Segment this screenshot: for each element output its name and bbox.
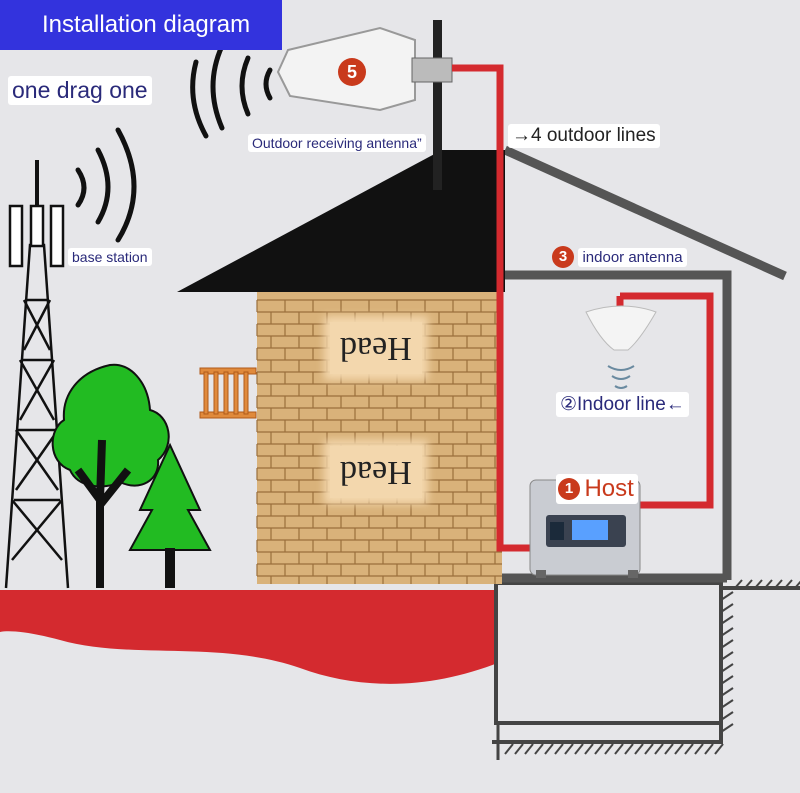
hatch-line xyxy=(720,711,734,721)
hatch-line xyxy=(720,603,734,613)
hatch-line xyxy=(694,743,704,755)
tree-left xyxy=(51,363,170,588)
hatch-line xyxy=(624,743,634,755)
hatch-line xyxy=(644,743,654,755)
hatch-line xyxy=(720,687,734,697)
hatching xyxy=(504,579,800,755)
antenna-signal-waves xyxy=(190,43,273,139)
hatch-line xyxy=(554,743,564,755)
hatch-line xyxy=(720,639,734,649)
head-top-text: Head xyxy=(340,330,412,367)
marker-1: 1 xyxy=(558,478,580,500)
hatch-line xyxy=(664,743,674,755)
hatch-line xyxy=(720,627,734,637)
hatch-line xyxy=(524,743,534,755)
balcony-railing xyxy=(199,367,257,419)
hatch-line xyxy=(514,743,524,755)
title-banner: Installation diagram xyxy=(0,0,282,50)
hatch-line xyxy=(534,743,544,755)
window-head-top: Head xyxy=(330,322,422,374)
outdoor-lines-label: →4 outdoor lines xyxy=(508,124,660,148)
outdoor-antenna-marker: 5 xyxy=(338,58,366,86)
hatch-line xyxy=(720,699,734,709)
hatch-line xyxy=(674,743,684,755)
basement xyxy=(492,581,800,760)
marker-3: 3 xyxy=(552,246,574,268)
hatch-line xyxy=(704,743,714,755)
indoor-antenna-label-group: 3 indoor antenna xyxy=(552,246,687,268)
hatch-line xyxy=(794,580,800,589)
tree-right xyxy=(128,442,212,588)
outdoor-antenna-label: Outdoor receiving antenna” xyxy=(248,134,426,152)
hatch-line xyxy=(764,579,773,589)
hatch-line xyxy=(584,743,594,755)
hatch-line xyxy=(594,743,604,755)
hatch-line xyxy=(720,675,734,685)
hatch-line xyxy=(720,723,734,733)
hatch-line xyxy=(720,663,734,673)
indoor-line-label: ②Indoor line← xyxy=(556,392,689,417)
hatch-line xyxy=(654,743,664,755)
hatch-line xyxy=(544,743,554,755)
roof xyxy=(177,150,505,292)
base-station-label: base station xyxy=(68,248,152,266)
hatch-line xyxy=(564,743,574,755)
hatch-line xyxy=(774,579,783,589)
hatch-line xyxy=(634,743,644,755)
indoor-ceiling-antenna xyxy=(585,305,657,389)
hatch-line xyxy=(720,615,734,625)
head-bottom-text: Head xyxy=(340,454,412,491)
hatch-line xyxy=(754,579,763,589)
window-head-bottom: Head xyxy=(330,446,422,498)
host-label-group: 1 Host xyxy=(556,474,638,504)
hatch-line xyxy=(720,651,734,661)
indoor-antenna-label: indoor antenna xyxy=(578,247,687,267)
hatch-line xyxy=(784,579,793,589)
hatch-line xyxy=(504,743,514,755)
hatch-line xyxy=(714,743,724,755)
base-station-tower xyxy=(4,160,70,589)
tower-signal-waves xyxy=(75,127,137,243)
hatch-line xyxy=(744,579,753,589)
hatch-line xyxy=(604,743,614,755)
subtitle-label: one drag one xyxy=(8,76,152,105)
hatch-line xyxy=(574,743,584,755)
hatch-line xyxy=(684,743,694,755)
hatch-line xyxy=(720,591,734,601)
ground xyxy=(0,590,500,684)
hatch-line xyxy=(614,743,624,755)
hatch-line xyxy=(734,579,743,589)
host-label: Host xyxy=(584,475,634,502)
marker-5: 5 xyxy=(338,58,366,86)
